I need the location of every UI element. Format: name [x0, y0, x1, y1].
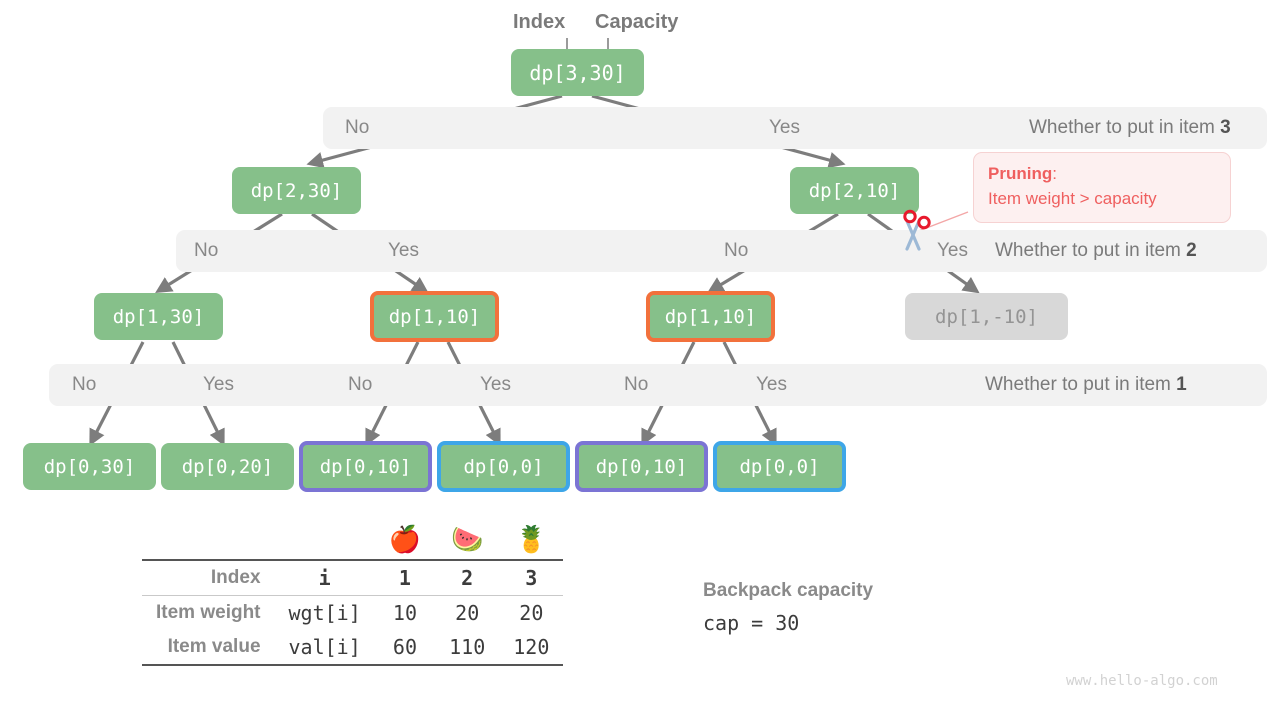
leaf-dp-0-20[interactable]: dp[0,20]: [161, 443, 294, 490]
band2-choice-no-1: No: [194, 240, 219, 261]
weight-value-2: 20: [435, 594, 500, 630]
watermark: www.hello-algo.com: [1066, 673, 1218, 689]
band1-item-number: 1: [1176, 374, 1187, 395]
band3-choice-yes: Yes: [769, 117, 800, 138]
band2-item-number: 2: [1186, 240, 1197, 261]
decision-band-item1: [49, 364, 1267, 406]
leaf-dp-0-0-right[interactable]: dp[0,0]: [713, 441, 846, 492]
band1-question: Whether to put in item 1: [985, 374, 1187, 396]
decision-band-item2: [176, 230, 1267, 272]
emoji-apple-icon: 🍎: [388, 524, 422, 554]
band3-question-text: Whether to put in item: [1029, 117, 1221, 138]
value-value-1: 60: [374, 629, 436, 666]
capacity-annotation-label: Capacity: [595, 11, 679, 33]
band1-choice-no-1: No: [72, 374, 97, 395]
index-value-1: 1: [374, 558, 436, 596]
item-table: 🍎 🍉 🍍 Index i 1 2 3 Item weight wgt[i] 1…: [142, 520, 564, 666]
node-dp-2-10[interactable]: dp[2,10]: [790, 167, 919, 214]
node-dp-3-30[interactable]: dp[3,30]: [511, 49, 644, 96]
scissors-icon: [903, 209, 931, 251]
band1-question-text: Whether to put in item: [985, 374, 1177, 395]
node-dp-1-30[interactable]: dp[1,30]: [94, 293, 223, 340]
index-annotation-label: Index: [513, 11, 566, 33]
weight-value-3: 20: [499, 594, 564, 630]
band3-item-number: 3: [1220, 117, 1231, 138]
value-value-2: 110: [435, 629, 500, 666]
band1-choice-no-3: No: [624, 374, 649, 395]
pruning-callout: Pruning: Item weight > capacity: [973, 152, 1231, 223]
pruning-callout-colon: :: [1052, 164, 1057, 183]
leaf-dp-0-10-left[interactable]: dp[0,10]: [299, 441, 432, 492]
emoji-pineapple-icon: 🍍: [515, 524, 548, 554]
node-dp-1-10-left[interactable]: dp[1,10]: [370, 291, 499, 342]
capacity-note-label: Backpack capacity: [703, 580, 874, 601]
index-value-2: 2: [435, 558, 500, 596]
capacity-tick: [607, 38, 609, 52]
row-head-weight: Item weight: [142, 594, 275, 630]
leaf-dp-0-30[interactable]: dp[0,30]: [23, 443, 156, 490]
decision-band-item3: [323, 107, 1267, 149]
leaf-dp-0-10-right[interactable]: dp[0,10]: [575, 441, 708, 492]
table-row-value: Item value val[i] 60 110 120: [142, 629, 564, 666]
node-dp-1-10-right[interactable]: dp[1,10]: [646, 291, 775, 342]
value-value-3: 120: [499, 629, 564, 666]
band2-choice-yes-1: Yes: [388, 240, 419, 261]
weight-value-1: 10: [374, 594, 436, 630]
band1-choice-yes-3: Yes: [756, 374, 787, 395]
emoji-watermelon-icon: 🍉: [451, 524, 484, 554]
table-row-emojis: 🍎 🍉 🍍: [142, 520, 563, 560]
emoji-row-head: [142, 520, 275, 560]
row-key-value: val[i]: [274, 629, 375, 666]
row-head-value: Item value: [142, 629, 275, 666]
band2-question-text: Whether to put in item: [995, 240, 1187, 261]
pruning-callout-title: Pruning:: [988, 162, 1216, 187]
band1-choice-no-2: No: [348, 374, 373, 395]
capacity-note-value: cap = 30: [703, 611, 800, 635]
band3-choice-no: No: [345, 117, 370, 138]
band1-choice-yes-2: Yes: [480, 374, 511, 395]
index-value-3: 3: [499, 558, 564, 596]
row-key-weight: wgt[i]: [274, 594, 375, 630]
node-dp-1-neg10-pruned[interactable]: dp[1,-10]: [905, 293, 1068, 340]
band2-choice-yes-2: Yes: [937, 240, 968, 261]
emoji-row-key: [275, 520, 375, 560]
pruning-callout-body: Item weight > capacity: [988, 188, 1157, 208]
band2-question: Whether to put in item 2: [995, 240, 1197, 262]
band1-choice-yes-1: Yes: [203, 374, 234, 395]
index-tick: [566, 38, 568, 52]
capacity-note: Backpack capacity cap = 30: [703, 580, 873, 635]
row-head-index: Index: [142, 558, 275, 596]
row-key-index: i: [274, 558, 375, 596]
table-row-weight: Item weight wgt[i] 10 20 20: [142, 594, 564, 630]
leaf-dp-0-0-left[interactable]: dp[0,0]: [437, 441, 570, 492]
band3-question: Whether to put in item 3: [1029, 117, 1231, 139]
node-dp-2-30[interactable]: dp[2,30]: [232, 167, 361, 214]
band2-choice-no-2: No: [724, 240, 749, 261]
pruning-callout-title-text: Pruning: [988, 164, 1053, 183]
table-row-index: Index i 1 2 3: [142, 558, 564, 596]
